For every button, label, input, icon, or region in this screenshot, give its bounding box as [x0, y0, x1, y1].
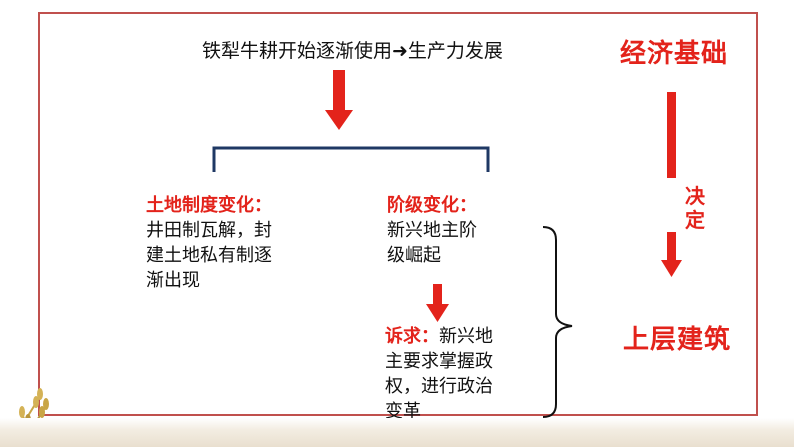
demand-line: 主要求掌握政 — [385, 351, 493, 372]
class-change-block: 阶级变化： 新兴地主阶 级崛起 — [387, 193, 477, 268]
right-brace — [542, 226, 573, 418]
land-system-block: 土地制度变化： 井田制瓦解，封 建土地私有制逐 渐出现 — [146, 193, 272, 293]
class-change-heading: 阶级变化： — [387, 195, 477, 216]
bottom-decor-band — [0, 418, 794, 447]
land-system-line: 建土地私有制逐 — [146, 245, 272, 266]
superstructure-title: 上层建筑 — [623, 325, 732, 355]
land-system-line: 井田制瓦解，封 — [146, 220, 272, 241]
class-change-line: 新兴地主阶 — [387, 220, 477, 241]
land-system-line: 渐出现 — [146, 270, 200, 291]
content-frame — [38, 12, 758, 416]
demand-down-arrow — [426, 284, 449, 322]
land-system-heading: 土地制度变化： — [146, 195, 272, 216]
productivity-text: 铁犁牛耕开始逐渐使用➜生产力发展 — [202, 40, 503, 62]
main-down-arrow — [325, 70, 353, 130]
economic-base-title: 经济基础 — [620, 39, 729, 69]
demand-block: 诉求：新兴地 主要求掌握政 权，进行政治 变革 — [385, 324, 493, 424]
demand-line: 权，进行政治 — [385, 376, 493, 397]
demand-line: 新兴地 — [439, 326, 493, 347]
split-bracket — [212, 146, 490, 172]
demand-label: 诉求： — [385, 326, 439, 347]
decides-label: 决 定 — [683, 184, 707, 232]
demand-line: 变革 — [385, 401, 421, 422]
decides-arrow — [661, 92, 682, 277]
decides-char-2: 定 — [685, 208, 705, 232]
class-change-line: 级崛起 — [387, 245, 441, 266]
decides-char-1: 决 — [685, 184, 705, 208]
